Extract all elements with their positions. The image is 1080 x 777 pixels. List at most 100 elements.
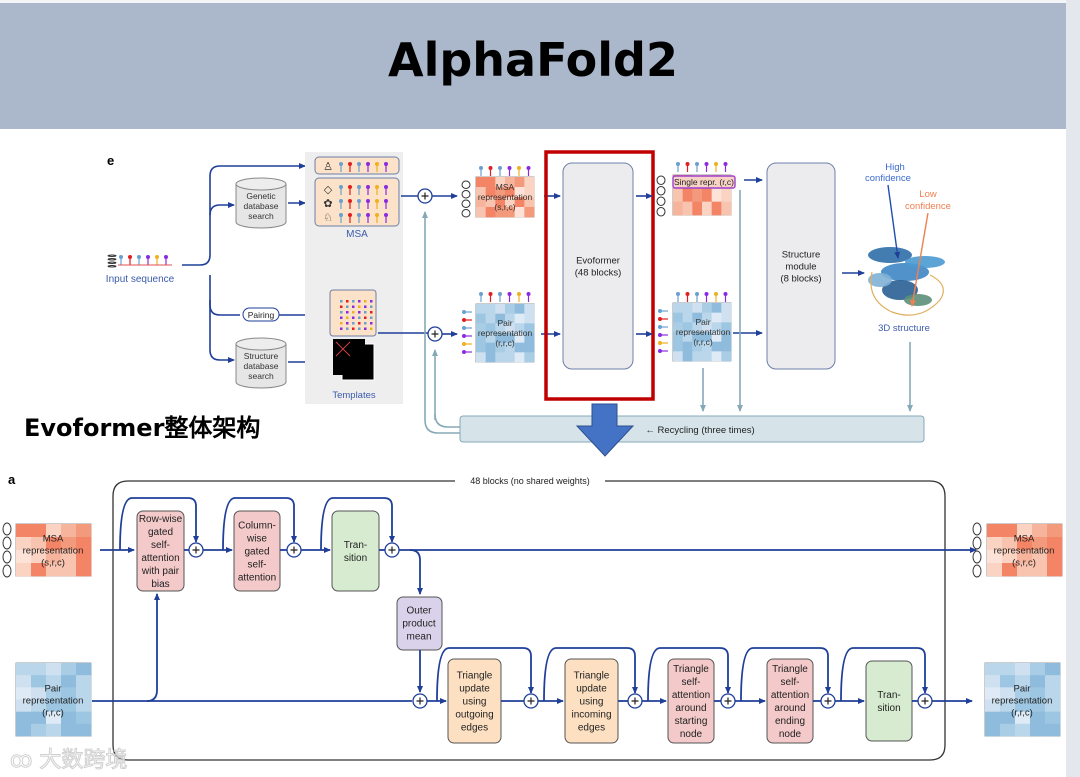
pair-out-heatmap-cell xyxy=(711,341,722,352)
msa-out-heatmap-cell xyxy=(1047,550,1063,564)
pair-out-residue-top-head xyxy=(676,292,680,296)
structure-database-cylinder-text-line: database xyxy=(244,361,279,371)
structure-module-text-line: Structure xyxy=(782,249,821,260)
msa-homolog-residue-head xyxy=(357,199,361,203)
pair-out-heatmap-cell xyxy=(673,303,683,313)
pair-out-heatmap-cell xyxy=(985,699,1001,712)
evoformer-text-line: (48 blocks) xyxy=(575,267,621,278)
msa-repr-heatmap-cell xyxy=(485,177,496,188)
pair-out-text-line: representation xyxy=(992,695,1053,706)
msa-out-heatmap-cell xyxy=(1017,550,1033,564)
input-residue-head xyxy=(164,255,168,259)
pair-feature-dot xyxy=(352,322,355,325)
slide-title: AlphaFold2 xyxy=(388,33,678,87)
pair-block-0-text-line: update xyxy=(459,684,490,695)
branch-to-structure-db xyxy=(209,300,235,363)
msa-out-heatmap-cell xyxy=(1047,524,1063,538)
organism-icon xyxy=(461,190,471,199)
msa-homolog-residue-head xyxy=(366,199,370,203)
pair-repr-residue-top-head xyxy=(526,292,531,296)
msa-homolog-residue-head xyxy=(348,213,352,217)
plus-glyph xyxy=(824,697,832,705)
pair-feature-dot xyxy=(340,300,343,303)
pair-feature-dot xyxy=(346,327,349,330)
pair-repr-text-line: representation xyxy=(478,328,533,338)
single-repr-heatmap-cell xyxy=(721,201,732,216)
organism-icon xyxy=(656,207,666,217)
helix-shape xyxy=(882,280,918,300)
pair-repr-heatmap-cell xyxy=(476,352,486,363)
organism-icon xyxy=(461,199,471,208)
pair-repr-heatmap-cell xyxy=(476,323,486,334)
msa-repr-residue-head xyxy=(488,166,493,170)
msa-repr-heatmap-cell xyxy=(514,197,525,208)
msa-repr-heatmap-cell xyxy=(505,197,515,208)
pair-out-residue-left-head xyxy=(658,333,662,337)
pair-out-heatmap-cell xyxy=(702,312,712,323)
helix-shape xyxy=(868,247,912,263)
pair-repr-heatmap-cell xyxy=(505,342,515,353)
pair-in-heatmap-cell xyxy=(46,687,62,700)
pair-repr-residue-top-head xyxy=(498,292,502,296)
pair-repr-heatmap-cell xyxy=(505,352,515,363)
pair-residual-skip-1 xyxy=(543,647,638,702)
msa-repr-residue-head xyxy=(517,166,521,170)
msa-add-node-icon xyxy=(417,188,433,204)
pair-in-heatmap-cell xyxy=(31,687,47,700)
pair-out-heatmap-cell xyxy=(711,322,722,333)
msa-out-species-icon xyxy=(972,522,982,578)
pair-out-heatmap-cell xyxy=(721,332,732,342)
pair-in-heatmap-cell xyxy=(16,675,32,688)
msa-block-0-text-line: with pair xyxy=(141,566,180,577)
msa-homolog-residue-head xyxy=(375,199,379,203)
pair-block-3-text-line: ending xyxy=(775,716,805,727)
organism-icon xyxy=(656,196,666,206)
pair-feature-dot xyxy=(352,305,355,308)
msa-homolog-residue-head xyxy=(384,199,388,203)
pair-repr-residue-top-head xyxy=(507,292,512,296)
msa-repr-heatmap-cell xyxy=(505,187,515,198)
msa-out-heatmap-cell xyxy=(1047,563,1063,577)
pair-out-heatmap-cell xyxy=(721,312,732,323)
msa-in-heatmap-cell xyxy=(76,550,92,564)
pair-feature-dot xyxy=(370,300,373,303)
single-repr-residue-head xyxy=(704,162,709,166)
scrollbar-track[interactable] xyxy=(1066,0,1080,777)
template-contact-map xyxy=(335,341,351,357)
cylinder-top xyxy=(235,337,287,351)
pair-residual-skip-2 xyxy=(647,647,731,702)
pair-feature-dot xyxy=(352,327,355,330)
pair-repr-heatmap-cell xyxy=(476,304,486,314)
msa-add-node-1-icon xyxy=(286,542,302,558)
pair-repr-heatmap-cell xyxy=(495,342,506,353)
single-repr-heatmap-cell xyxy=(682,188,693,202)
plus-glyph xyxy=(290,546,298,554)
msa-repr-heatmap-cell xyxy=(485,187,496,198)
organism-icon xyxy=(107,258,117,261)
organism-icon xyxy=(461,180,471,189)
msa-in-heatmap-cell xyxy=(76,537,92,551)
evoformer-highlight-frame xyxy=(544,150,655,401)
msa-block-0-text-line: gated xyxy=(148,527,173,538)
single-repr-heatmap-cell xyxy=(702,201,712,216)
pair-repr-heatmap-cell xyxy=(514,342,525,353)
evoformer-block-1 xyxy=(233,510,281,592)
pair-in-heatmap-cell xyxy=(76,723,92,737)
pair-out-heatmap-cell xyxy=(1030,663,1046,676)
plus-glyph xyxy=(388,546,396,554)
pair-out-heatmap-cell xyxy=(1030,699,1046,712)
structure-database-cylinder-text-line: search xyxy=(248,371,274,381)
pair-feature-dot xyxy=(364,322,367,325)
single-repr-heatmap-cell xyxy=(711,188,722,202)
msa-block-0-text-line: Row-wise xyxy=(139,514,183,525)
plus-glyph xyxy=(631,697,639,705)
pair-repr-heatmap-cell xyxy=(476,313,486,324)
genetic-database-cylinder-text-line: database xyxy=(244,201,279,211)
pair-in-heatmap-cell xyxy=(16,687,32,700)
pair-out-residue-top-head xyxy=(714,292,718,296)
msa-repr-text-line: representation xyxy=(478,192,533,202)
watermark-text: 大数跨境 xyxy=(39,748,128,774)
organism-icon xyxy=(2,550,12,564)
msa-repr-heatmap-cell xyxy=(524,187,535,198)
